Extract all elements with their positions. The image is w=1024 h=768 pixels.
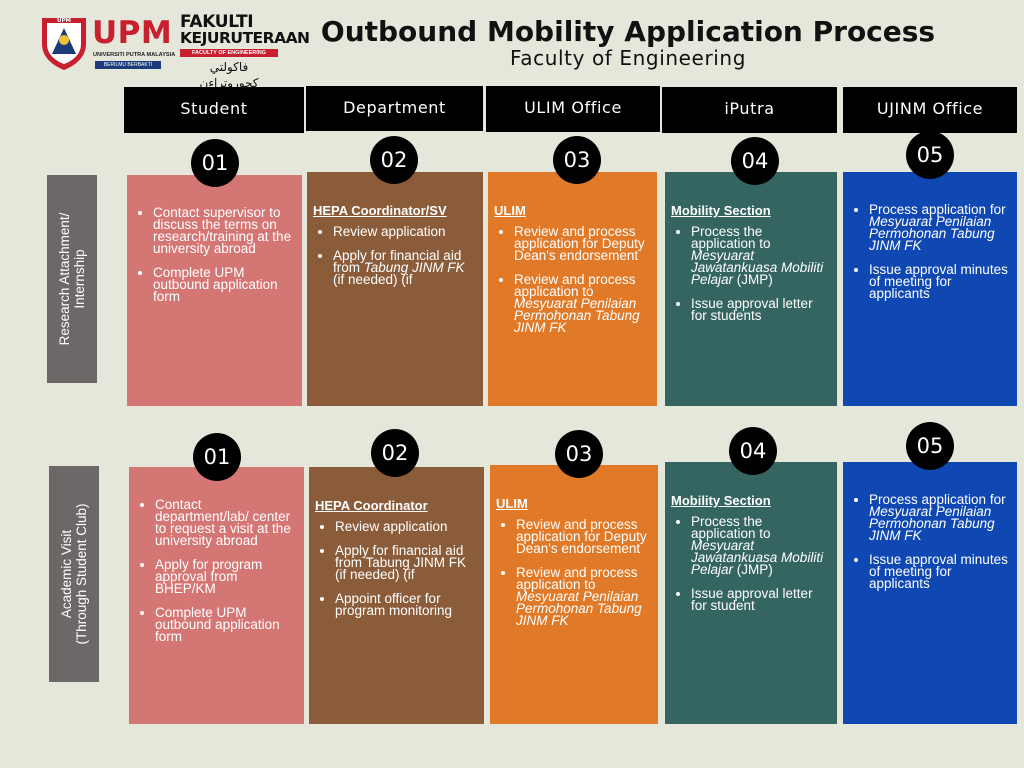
step-box-item: Review and process application for Deput…	[514, 225, 649, 263]
step-box: Contact department/lab/ center to reques…	[129, 467, 304, 724]
row-label-text: Research Attachment/ Internship	[57, 212, 87, 346]
step-box: Mobility SectionProcess the application …	[665, 172, 837, 406]
step-box-item: Process the application to Mesyuarat Jaw…	[691, 514, 829, 577]
step-box-item-text: Process application for	[869, 492, 1006, 507]
step-box-heading: HEPA Coordinator	[315, 498, 428, 513]
step-box-item: Complete UPM outbound application form	[153, 266, 294, 304]
step-box-item-emphasis: Mesyuarat Penilaian Permohonan Tabung JI…	[516, 589, 642, 628]
step-box-item: Apply for financial aid from Tabung JINM…	[333, 248, 475, 287]
step-box-list: Process application for Mesyuarat Penila…	[849, 492, 1009, 591]
step-box-item: Review and process application to Mesyua…	[516, 565, 650, 628]
step-number-circle: 05	[906, 131, 954, 179]
upm-motto: BERILMU BERBAKTI	[95, 61, 161, 69]
step-box: Process application for Mesyuarat Penila…	[843, 462, 1017, 724]
step-box-heading: Mobility Section	[671, 203, 771, 218]
step-box-item-emphasis: Tabung JINM FK	[363, 260, 465, 275]
step-box-list: Contact supervisor to discuss the terms …	[133, 206, 294, 304]
step-box-heading: HEPA Coordinator/SV	[313, 203, 447, 218]
step-number-circle: 04	[729, 427, 777, 475]
step-number-circle: 03	[555, 430, 603, 478]
step-number-circle: 04	[731, 137, 779, 185]
step-box-item-text: Apply for financial aid from	[333, 248, 462, 275]
row-label-research-attachment: Research Attachment/ Internship	[47, 175, 97, 383]
step-box-item: Review and process application for Deput…	[516, 518, 650, 556]
step-box-item-emphasis: Mesyuarat Penilaian Permohonan Tabung JI…	[869, 214, 995, 253]
step-box-item: Review application	[333, 225, 475, 239]
step-box-item-text: Process application for	[869, 202, 1006, 217]
step-box-item-text: (if needed) (if	[333, 272, 413, 287]
row-label-academic-visit: Academic Visit (Through Student Club)	[49, 466, 99, 682]
step-box-item-text: Review and process application to	[516, 565, 638, 592]
step-box-item: Contact supervisor to discuss the terms …	[153, 206, 294, 256]
step-box-item-emphasis: Mesyuarat Penilaian Permohonan Tabung JI…	[869, 504, 995, 543]
faculty-logo-jawi: فاكولتي كجوروترا‌ءن	[199, 60, 259, 90]
step-number-circle: 01	[193, 433, 241, 481]
step-box-item-emphasis: Mesyuarat Jawatankuasa Mobiliti Pelajar	[691, 248, 824, 287]
step-box-item-emphasis: Mesyuarat Jawatankuasa Mobiliti Pelajar	[691, 538, 824, 577]
upm-subtitle: UNIVERSITI PUTRA MALAYSIA	[93, 52, 176, 58]
step-box: ULIM Review and process application for D…	[488, 172, 657, 406]
column-header-student: Student	[124, 87, 304, 133]
step-box-list: Review and process application for Deput…	[494, 225, 649, 335]
step-box-list: Process the application to Mesyuarat Jaw…	[671, 514, 829, 613]
page-subtitle: Faculty of Engineering	[509, 46, 747, 70]
step-box-item-text: (JMP)	[733, 272, 773, 287]
step-box-item: Apply for financial aid from Tabung JINM…	[335, 544, 476, 582]
step-box: Contact supervisor to discuss the terms …	[127, 175, 302, 406]
column-header-department: Department	[306, 86, 483, 131]
column-header-ulim-office: ULIM Office	[486, 86, 660, 132]
step-box-item: Process application for Mesyuarat Penila…	[869, 202, 1009, 253]
step-box: Mobility SectionProcess the application …	[665, 462, 837, 724]
step-box-item: Contact department/lab/ center to reques…	[155, 498, 296, 548]
step-box-list: Review applicationApply for financial ai…	[313, 225, 475, 287]
step-box-item-text: Process the application to	[691, 224, 771, 251]
column-header-iputra: iPutra	[662, 87, 837, 133]
step-box: HEPA Coordinator/SV Review applicationApp…	[307, 172, 483, 406]
step-box-item-text: Process the application to	[691, 514, 771, 541]
column-header-ujinm-office: UJINM Office	[843, 87, 1017, 133]
step-box-item: Review application	[335, 520, 476, 534]
step-box-item-text: (JMP)	[733, 562, 773, 577]
step-number-circle: 01	[191, 139, 239, 187]
step-box-list: Process application for Mesyuarat Penila…	[849, 202, 1009, 301]
step-box-item: Issue approval minutes of meeting for ap…	[869, 553, 1009, 591]
step-box-item: Process application for Mesyuarat Penila…	[869, 492, 1009, 543]
step-box-item: Apply for program approval from BHEP/KM	[155, 558, 296, 596]
step-box-item: Issue approval letter for students	[691, 297, 829, 323]
step-box: ULIM Review and process application for D…	[490, 465, 658, 724]
step-number-circle: 05	[906, 422, 954, 470]
step-box-item-text: Review and process application to	[514, 272, 636, 299]
step-number-circle: 03	[553, 136, 601, 184]
upm-wordmark: UPM	[92, 15, 173, 51]
step-box: HEPA CoordinatorReview applicationApply …	[309, 467, 484, 724]
upm-logo: UPM UPM UNIVERSITI PUTRA MALAYSIA BERILM…	[38, 14, 176, 74]
step-number-circle: 02	[370, 136, 418, 184]
step-box-item: Complete UPM outbound application form	[155, 606, 296, 644]
step-box-list: Review and process application for Deput…	[496, 518, 650, 628]
step-box-item: Review and process application to Mesyua…	[514, 272, 649, 335]
upm-crest-icon: UPM	[42, 18, 86, 70]
step-box-item: Issue approval letter for student	[691, 587, 829, 613]
faculty-logo-line2: KEJURUTERAAN	[180, 29, 310, 47]
step-box-list: Review applicationApply for financial ai…	[315, 520, 476, 618]
faculty-logo: FAKULTI KEJURUTERAAN FACULTY OF ENGINEER…	[180, 12, 310, 90]
step-box-heading: ULIM	[494, 203, 526, 218]
step-box-heading: ULIM	[496, 496, 528, 511]
step-number-circle: 02	[371, 429, 419, 477]
faculty-logo-bar: FACULTY OF ENGINEERING	[180, 49, 278, 57]
step-box-item: Appoint officer for program monitoring	[335, 592, 476, 618]
faculty-logo-line1: FAKULTI	[180, 12, 254, 32]
step-box-item-emphasis: Mesyuarat Penilaian Permohonan Tabung JI…	[514, 296, 640, 335]
step-box: Process application for Mesyuarat Penila…	[843, 172, 1017, 406]
row-label-text: Academic Visit (Through Student Club)	[59, 503, 89, 645]
step-box-heading: Mobility Section	[671, 493, 771, 508]
step-box-item: Process the application to Mesyuarat Jaw…	[691, 224, 829, 287]
step-box-item: Issue approval minutes of meeting for ap…	[869, 263, 1009, 301]
page-title: Outbound Mobility Application Process	[320, 15, 936, 48]
step-box-list: Contact department/lab/ center to reques…	[135, 498, 296, 644]
step-box-list: Process the application to Mesyuarat Jaw…	[671, 224, 829, 323]
upm-crest-text: UPM	[57, 18, 71, 24]
